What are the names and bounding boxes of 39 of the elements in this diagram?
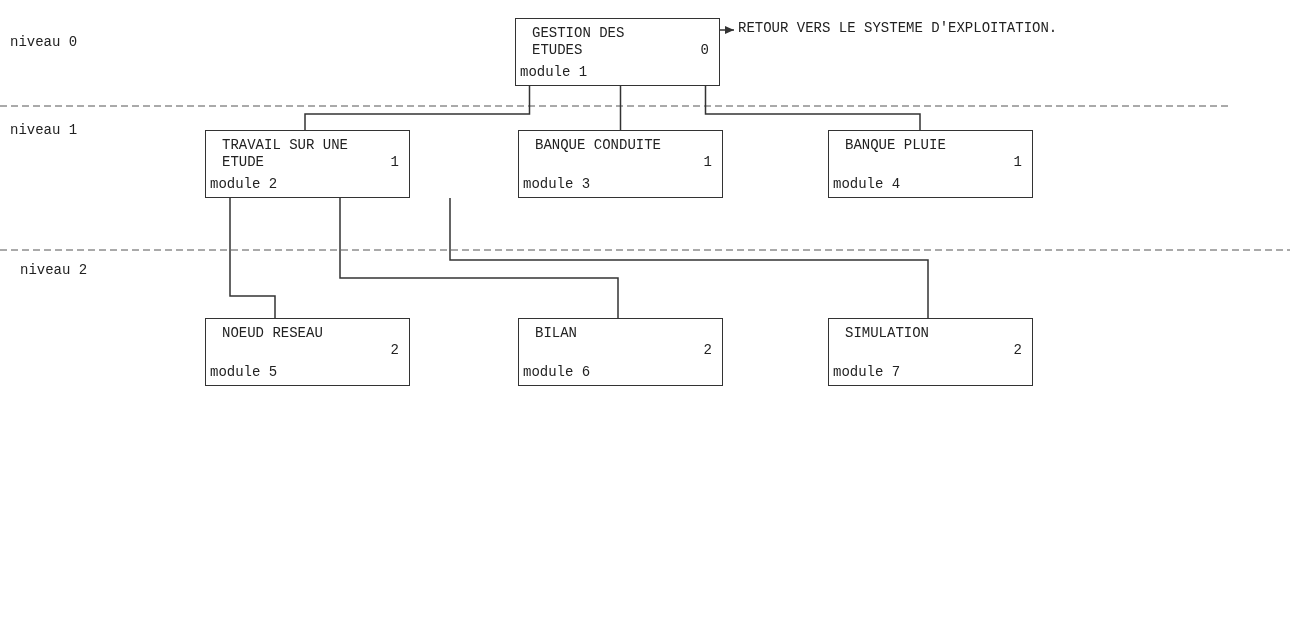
connector-line xyxy=(339,197,619,319)
module-title: GESTION DES ETUDES xyxy=(532,25,626,59)
connector-line xyxy=(229,197,276,319)
module-name: module 3 xyxy=(523,176,591,193)
module-title: TRAVAIL SUR UNE ETUDE xyxy=(222,137,350,171)
level-number: 1 xyxy=(1013,154,1022,171)
arrow xyxy=(719,26,735,34)
module-title: BILAN xyxy=(535,325,578,342)
level-number: 1 xyxy=(703,154,712,171)
module-name: module 4 xyxy=(833,176,901,193)
module-name: module 7 xyxy=(833,364,901,381)
exit-note: RETOUR VERS LE SYSTEME D'EXPLOITATION. xyxy=(738,20,1059,37)
connector-line xyxy=(619,85,622,131)
module-name: module 2 xyxy=(210,176,278,193)
level-label: niveau 2 xyxy=(20,262,88,278)
module-box xyxy=(205,318,410,386)
module-name: module 5 xyxy=(210,364,278,381)
level-number: 2 xyxy=(703,342,712,359)
module-title: BANQUE PLUIE xyxy=(845,137,947,154)
level-label: niveau 0 xyxy=(10,34,78,50)
connector-line xyxy=(449,197,929,319)
module-box xyxy=(828,318,1033,386)
module-box xyxy=(515,18,720,86)
module-box xyxy=(518,130,723,198)
level-number: 2 xyxy=(1013,342,1022,359)
module-box xyxy=(518,318,723,386)
level-number: 1 xyxy=(390,154,399,171)
level-label: niveau 1 xyxy=(10,122,78,138)
module-name: module 1 xyxy=(520,64,588,81)
module-title: NOEUD RESEAU xyxy=(222,325,324,342)
module-box xyxy=(205,130,410,198)
module-title: SIMULATION xyxy=(845,325,930,342)
level-number: 0 xyxy=(700,42,709,59)
connector-line xyxy=(704,85,921,131)
module-name: module 6 xyxy=(523,364,591,381)
module-box xyxy=(828,130,1033,198)
connector-line xyxy=(304,85,531,131)
module-title: BANQUE CONDUITE xyxy=(535,137,663,154)
level-number: 2 xyxy=(390,342,399,359)
